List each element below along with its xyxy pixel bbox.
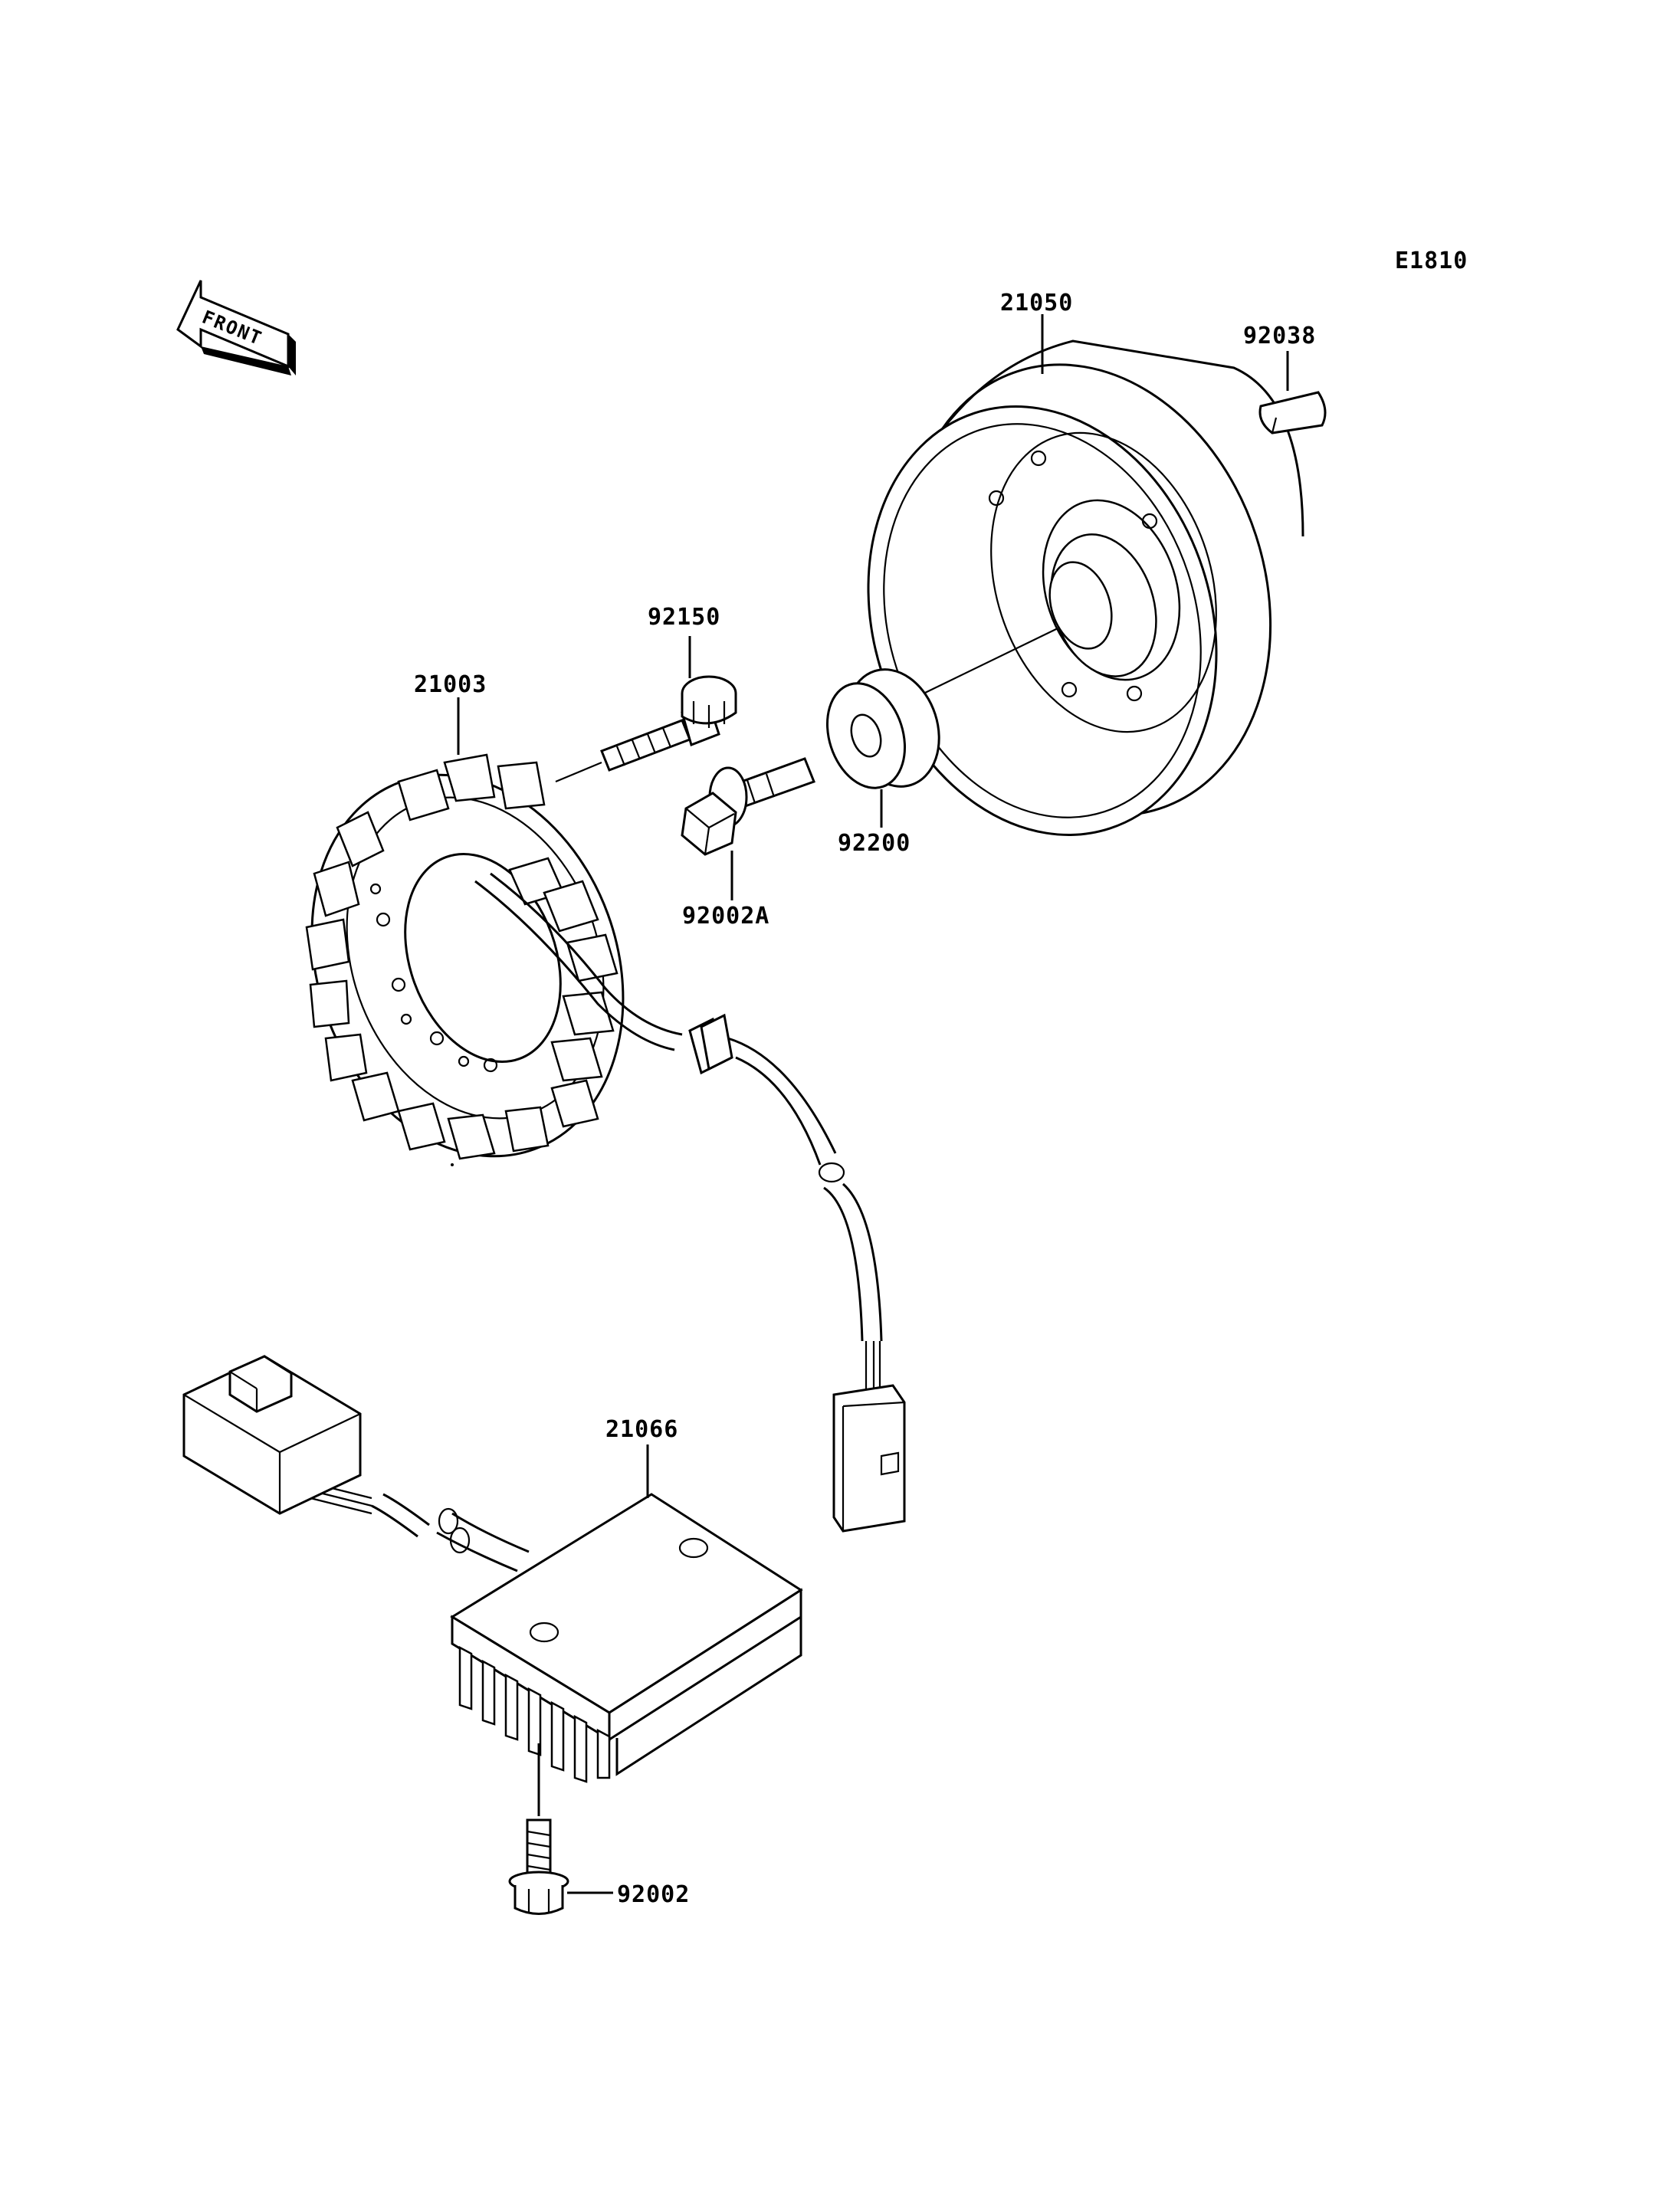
- regulator-bolt-part[interactable]: [508, 1818, 569, 1915]
- regulator-connector: [182, 1355, 362, 1515]
- flywheel-bolt-part[interactable]: [681, 757, 815, 856]
- label-regulator: 21066: [605, 1416, 678, 1443]
- label-flywheel: 21050: [1000, 290, 1073, 316]
- label-woodruff-key: 92038: [1243, 323, 1316, 349]
- regulator-wire-harness: [294, 1477, 530, 1572]
- label-washer: 92200: [838, 830, 911, 857]
- front-arrow-icon: FRONT: [176, 280, 296, 375]
- regulator-rectifier[interactable]: [450, 1493, 803, 1783]
- label-stator-bolt: 92150: [648, 604, 720, 631]
- stator-coil[interactable]: [261, 731, 675, 1201]
- label-flywheel-bolt: 92002A: [682, 903, 769, 930]
- diagram-code: E1810: [1395, 248, 1468, 274]
- stray-mark: [451, 1163, 454, 1166]
- woodruff-key-part[interactable]: [1258, 391, 1327, 434]
- label-stator: 21003: [414, 671, 487, 698]
- stator-wire-harness: [474, 872, 883, 1395]
- stator-bolt-part[interactable]: [600, 675, 737, 772]
- stator-connector: [832, 1384, 906, 1533]
- leader-stator-bolt-axis: [555, 761, 602, 783]
- flywheel-rotor[interactable]: [815, 317, 1327, 880]
- washer-part[interactable]: [815, 657, 954, 798]
- label-regulator-bolt: 92002: [617, 1881, 690, 1908]
